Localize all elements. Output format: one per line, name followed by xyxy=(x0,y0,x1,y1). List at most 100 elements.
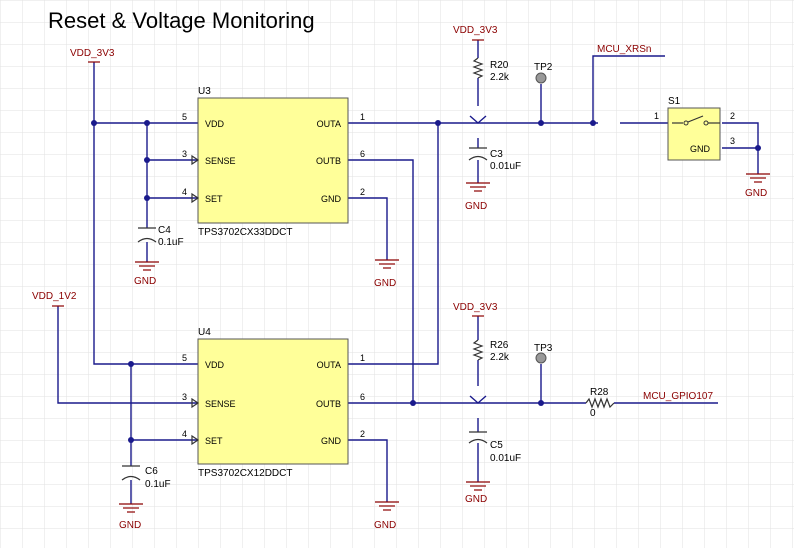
gnd-u3-label: GND xyxy=(374,278,396,289)
mcu-xrsn-label: MCU_XRSn xyxy=(597,44,651,55)
u4-pin-num-vdd: 5 xyxy=(182,353,187,363)
c5-capacitor[interactable]: C5 0.01uF xyxy=(468,431,521,464)
r26-value: 2.2k xyxy=(490,352,510,363)
sheet-title: Reset & Voltage Monitoring xyxy=(48,8,315,33)
gnd-s1-label: GND xyxy=(745,188,767,199)
c4-capacitor-icon xyxy=(137,237,157,243)
gnd-u4-label: GND xyxy=(374,520,396,531)
ground-icon xyxy=(466,182,490,192)
u4-pin-vdd: VDD xyxy=(205,360,225,370)
ground-icon xyxy=(746,173,770,183)
ground-icon xyxy=(375,501,399,511)
u4-pin-set: SET xyxy=(205,436,223,446)
u3-pin-gnd: GND xyxy=(321,194,342,204)
u3-sense-arrow-icon xyxy=(191,154,200,166)
gnd-s1[interactable]: GND xyxy=(745,173,770,199)
u4-pin-gnd: GND xyxy=(321,436,342,446)
s1-ref: S1 xyxy=(668,96,681,107)
vdd-1v2[interactable]: VDD_1V2 xyxy=(32,291,77,307)
tp3-label: TP3 xyxy=(534,343,553,354)
gnd-c6[interactable]: GND xyxy=(119,503,143,531)
s1-gnd-pin-label: GND xyxy=(690,144,711,154)
u3-pin-set: SET xyxy=(205,194,223,204)
c6-capacitor[interactable]: C6 0.1uF xyxy=(121,465,171,490)
r20-value: 2.2k xyxy=(490,72,510,83)
c5-capacitor-icon xyxy=(468,438,488,444)
u3-set-arrow-icon xyxy=(191,192,200,204)
r28-resistor[interactable]: R28 0 xyxy=(585,387,615,419)
u3-part: TPS3702CX33DDCT xyxy=(198,227,292,238)
s1-pin2: 2 xyxy=(730,111,735,121)
u4-pin-num-gnd: 2 xyxy=(360,429,365,439)
gnd-c5-label: GND xyxy=(465,494,487,505)
mcu-gpio107-label: MCU_GPIO107 xyxy=(643,391,713,402)
c4-ref: C4 xyxy=(158,225,171,236)
r26-resistor-icon xyxy=(472,339,484,361)
u3-pin-outb: OUTB xyxy=(316,156,341,166)
vdd-3v3-mid[interactable]: VDD_3V3 xyxy=(453,302,498,317)
gnd-c5[interactable]: GND xyxy=(465,481,490,505)
gnd-c6-label: GND xyxy=(119,520,141,531)
u4-pin-num-sense: 3 xyxy=(182,392,187,402)
vdd-1v2-label: VDD_1V2 xyxy=(32,291,77,302)
ground-icon xyxy=(135,261,159,271)
tp2-testpoint[interactable]: TP2 xyxy=(534,62,553,84)
gnd-c3[interactable]: GND xyxy=(465,182,490,212)
c3-value: 0.01uF xyxy=(490,161,521,172)
u3-pin-num-outb: 6 xyxy=(360,149,365,159)
vdd-3v3-top[interactable]: VDD_3V3 xyxy=(453,25,498,41)
c6-ref: C6 xyxy=(145,466,158,477)
gnd-u4[interactable]: GND xyxy=(374,501,399,531)
u3-pin-outa: OUTA xyxy=(317,119,341,129)
gnd-c4[interactable]: GND xyxy=(134,261,159,287)
ground-icon xyxy=(466,481,490,491)
vdd-3v3-left-label: VDD_3V3 xyxy=(70,48,115,59)
u4-pin-outa: OUTA xyxy=(317,360,341,370)
s1-switch-icon xyxy=(672,115,720,126)
vdd-3v3-mid-label: VDD_3V3 xyxy=(453,302,498,313)
r26-resistor[interactable]: R26 2.2k xyxy=(472,339,510,363)
r20-resistor[interactable]: R20 2.2k xyxy=(472,57,510,83)
u4-ref: U4 xyxy=(198,327,211,338)
u3-pin-num-sense: 3 xyxy=(182,149,187,159)
c4-value: 0.1uF xyxy=(158,237,184,248)
c3-capacitor-icon xyxy=(468,155,488,161)
wires xyxy=(57,40,759,504)
c3-capacitor[interactable]: C3 0.01uF xyxy=(468,147,521,172)
u4-set-arrow-icon xyxy=(191,434,200,446)
u3-pin-vdd: VDD xyxy=(205,119,225,129)
s1-pin1: 1 xyxy=(654,111,659,121)
u3-pin-num-set: 4 xyxy=(182,187,187,197)
u3-component[interactable]: U3 TPS3702CX33DDCT VDD SENSE SET OUTA OU… xyxy=(182,86,365,238)
c5-value: 0.01uF xyxy=(490,453,521,464)
vdd-3v3-top-label: VDD_3V3 xyxy=(453,25,498,36)
net-mcu-xrsn[interactable]: MCU_XRSn xyxy=(597,44,651,55)
vdd-3v3-left[interactable]: VDD_3V3 xyxy=(70,48,115,63)
tp2-label: TP2 xyxy=(534,62,553,73)
u4-pin-sense: SENSE xyxy=(205,399,236,409)
u4-pin-outb: OUTB xyxy=(316,399,341,409)
u3-pin-num-vdd: 5 xyxy=(182,112,187,122)
r20-ref: R20 xyxy=(490,60,509,71)
tp3-testpoint[interactable]: TP3 xyxy=(534,343,553,364)
u4-component[interactable]: U4 TPS3702CX12DDCT VDD SENSE SET OUTA OU… xyxy=(182,327,365,479)
junction-dots xyxy=(91,120,761,443)
ground-icon xyxy=(119,503,143,513)
gnd-u3[interactable]: GND xyxy=(374,259,399,289)
u3-ref: U3 xyxy=(198,86,211,97)
tp3-testpoint-icon xyxy=(535,352,547,364)
u3-pin-num-outa: 1 xyxy=(360,112,365,122)
c6-value: 0.1uF xyxy=(145,479,171,490)
node-ticks xyxy=(469,115,487,404)
r28-ref: R28 xyxy=(590,387,609,398)
net-mcu-gpio107[interactable]: MCU_GPIO107 xyxy=(643,391,713,402)
r20-resistor-icon xyxy=(472,57,484,79)
s1-switch[interactable]: S1 GND 1 2 3 xyxy=(654,96,735,161)
u4-sense-arrow-icon xyxy=(191,397,200,409)
c4-capacitor[interactable]: C4 0.1uF xyxy=(137,225,184,248)
u3-pin-num-gnd: 2 xyxy=(360,187,365,197)
c6-capacitor-icon xyxy=(121,475,141,481)
u3-pin-sense: SENSE xyxy=(205,156,236,166)
